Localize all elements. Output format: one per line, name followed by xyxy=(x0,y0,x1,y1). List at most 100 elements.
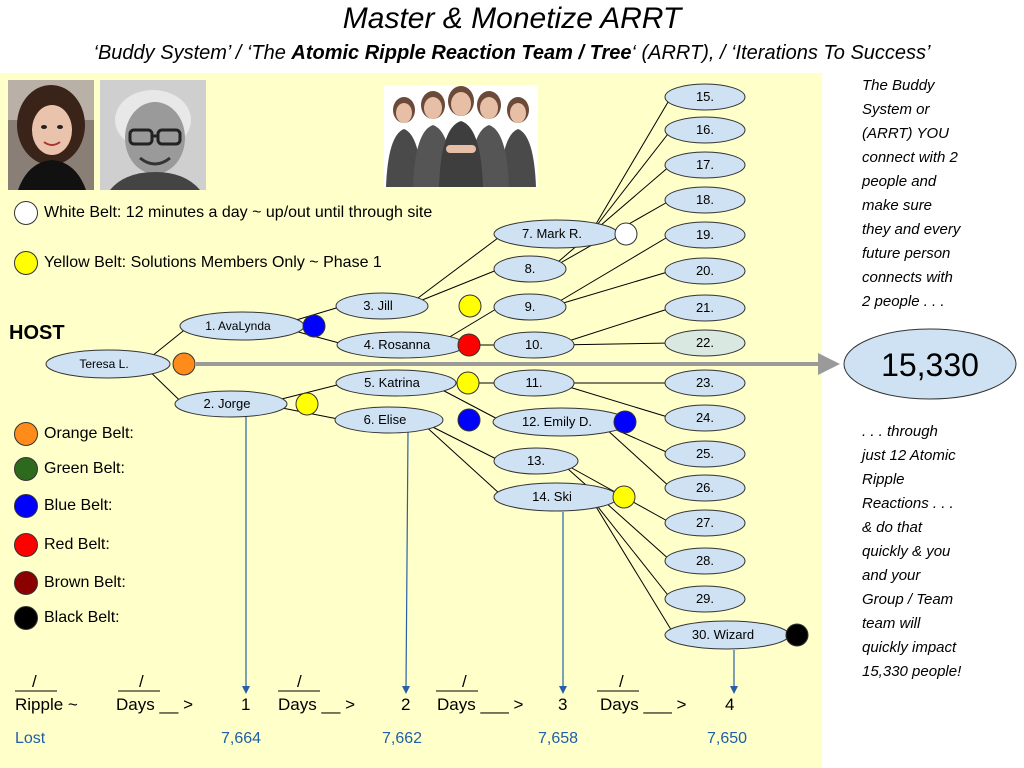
tree-node-n3: 3. Jill xyxy=(335,292,482,320)
tree-node-n15: 15. xyxy=(664,83,746,111)
node-label: Teresa L. xyxy=(79,357,128,371)
tree-node-n19: 19. xyxy=(664,221,746,249)
tree-edge xyxy=(418,419,504,498)
lost-value-2: 7,662 xyxy=(382,730,423,747)
lost-label: Lost xyxy=(15,730,46,747)
legend-brown-belt: Brown Belt: xyxy=(14,570,126,596)
side-bottom-line: Ripple xyxy=(862,471,905,488)
host-label: HOST xyxy=(9,322,65,344)
green-belt-label: Green Belt: xyxy=(44,460,125,477)
node-label: 15. xyxy=(696,89,714,104)
node-ellipse xyxy=(335,292,429,320)
tree-node-n13: 13. xyxy=(493,447,579,475)
subtitle-part2: ‘ (ARRT), / ‘Iterations To Success’ xyxy=(631,42,931,64)
side-bottom-line: quickly impact xyxy=(862,639,957,656)
node-ellipse xyxy=(664,221,746,249)
node-ellipse xyxy=(493,255,567,283)
slash-5: / xyxy=(619,672,624,691)
node-label: 23. xyxy=(696,375,714,390)
side-bottom-line: 15,330 people! xyxy=(862,663,962,680)
side-top-line: The Buddy xyxy=(862,77,935,94)
tree-node-n25: 25. xyxy=(664,440,746,468)
side-bottom-line: just 12 Atomic xyxy=(862,447,956,464)
node-label: 24. xyxy=(696,410,714,425)
side-bottom-line: team will xyxy=(862,615,921,632)
tree-node-n26: 26. xyxy=(664,474,746,502)
yellow-belt-label: Yellow Belt: Solutions Members Only ~ Ph… xyxy=(44,254,382,271)
tree-edge xyxy=(549,234,672,308)
tree-node-n14: 14. Ski xyxy=(493,482,636,512)
slash-4: / xyxy=(462,672,467,691)
tree-edge xyxy=(558,460,672,562)
tree-node-n2: 2. Jorge xyxy=(174,390,319,418)
tree-node-n4: 4. Rosanna xyxy=(336,331,481,359)
tree-node-n17: 17. xyxy=(664,151,746,179)
tree-edge xyxy=(406,233,504,307)
side-top-line: connect with 2 xyxy=(862,149,958,166)
node-label: 26. xyxy=(696,480,714,495)
node-ellipse xyxy=(664,585,746,613)
legend-green-belt: Green Belt: xyxy=(14,456,125,482)
node-label: 19. xyxy=(696,227,714,242)
slash-2: / xyxy=(139,672,144,691)
side-text-bottom: . . . through just 12 Atomic Ripple Reac… xyxy=(862,420,1012,684)
team-group-photo xyxy=(384,85,538,187)
tree-node-n11: 11. xyxy=(493,369,575,397)
node-ellipse xyxy=(493,331,575,359)
black-belt-dot-icon xyxy=(14,606,38,630)
node-ellipse xyxy=(664,509,746,537)
ripple-number-4: 4 xyxy=(725,695,735,714)
side-bottom-line: Reactions . . . xyxy=(862,495,954,512)
node-ellipse xyxy=(493,447,579,475)
brown-belt-dot-icon xyxy=(14,571,38,595)
tree-node-n23: 23. xyxy=(664,369,746,397)
tree-edge xyxy=(555,307,672,346)
tree-node-n8: 8. xyxy=(493,255,567,283)
node-label: 5. Katrina xyxy=(364,375,420,390)
page-subtitle: ‘Buddy System’ / ‘The Atomic Ripple Reac… xyxy=(0,42,1024,65)
node-ellipse xyxy=(334,406,444,434)
ripple-arrow-4-head xyxy=(730,686,738,694)
tree-node-n22: 22. xyxy=(664,329,746,357)
ripple-arrow-1-head xyxy=(242,686,250,694)
black-belt-label: Black Belt: xyxy=(44,609,120,626)
legend-black-belt: Black Belt: xyxy=(14,605,120,631)
total-value: 15,330 xyxy=(881,347,979,383)
node-label: 16. xyxy=(696,122,714,137)
page-title: Master & Monetize ARRT xyxy=(342,2,682,35)
tree-arrows xyxy=(196,353,840,694)
node-ellipse xyxy=(664,186,746,214)
node-label: 30. Wizard xyxy=(692,627,754,642)
side-top-line: (ARRT) YOU xyxy=(862,125,949,142)
node-label: 27. xyxy=(696,515,714,530)
node-label: 6. Elise xyxy=(364,412,407,427)
tree-edge xyxy=(555,342,672,346)
days-segment-1: Days __ > xyxy=(116,695,194,714)
host-arrow-head xyxy=(818,353,840,375)
slash-1: / xyxy=(32,672,37,691)
side-top-line: 2 people . . . xyxy=(862,293,945,310)
node-label: 2. Jorge xyxy=(204,396,251,411)
legend-blue-belt: Blue Belt: xyxy=(14,493,112,519)
legend-orange-belt: Orange Belt: xyxy=(14,421,134,447)
node-ellipse xyxy=(664,404,746,432)
days-segment-4: Days ___ > xyxy=(600,695,687,714)
subtitle-bold: Atomic Ripple Reaction Team / Tree xyxy=(291,42,632,64)
green-belt-dot-icon xyxy=(14,457,38,481)
man-portrait-photo xyxy=(100,80,206,190)
tree-node-n21: 21. xyxy=(664,294,746,322)
node-ellipse xyxy=(664,440,746,468)
node-label: 20. xyxy=(696,263,714,278)
tree-node-n1: 1. AvaLynda xyxy=(179,311,326,341)
tree-node-n5: 5. Katrina xyxy=(335,369,480,397)
node-label: 25. xyxy=(696,446,714,461)
tree-node-n30: 30. Wizard xyxy=(664,620,809,650)
node-label: 9. xyxy=(525,299,536,314)
ripple-arrow-2 xyxy=(405,431,409,689)
tree-node-n24: 24. xyxy=(664,404,746,432)
belt-dot-icon xyxy=(785,623,809,647)
side-top-line: future person xyxy=(862,245,951,262)
node-ellipse xyxy=(664,474,746,502)
